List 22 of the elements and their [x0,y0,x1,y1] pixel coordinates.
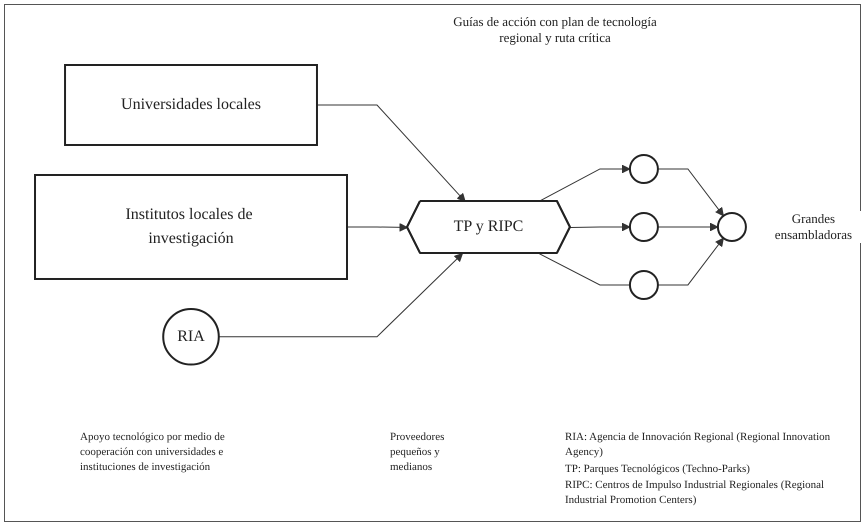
node-circle [628,154,658,184]
arrow [656,238,724,286]
arrow [656,222,718,232]
annotation-text: Proveedores pequeños y medianos [390,430,446,475]
node-box: Universidades locales [64,64,318,146]
node-circle [628,212,658,242]
annotation-text: Apoyo tecnológico por medio de cooperación con universidades e instituciones de investigación [80,430,226,475]
arrow [346,223,408,232]
node-circle [628,270,658,300]
arrow [218,253,462,338]
abbreviation-note: TP: Parques Tecnológicos (Techno-Parks) [565,462,751,477]
node-box: Institutos locales de investigación [34,174,348,280]
connector [538,253,630,286]
arrow [656,168,724,216]
node-circle [716,212,746,242]
node-circle: RIA [162,308,220,366]
abbreviation-note: RIPC: Centros de Impulso Industrial Regionales (Regional Industrial Promotion Centers) [565,478,826,508]
arrow [316,104,466,202]
diagram-heading: Guías de acción con plan de tecnología regional y ruta crítica [452,14,658,46]
arrow [569,222,630,232]
abbreviation-note: RIA: Agencia de Innovación Regional (Regional Innovation Agency) [565,430,832,460]
node-caption: Grandes ensambladoras [774,211,854,244]
